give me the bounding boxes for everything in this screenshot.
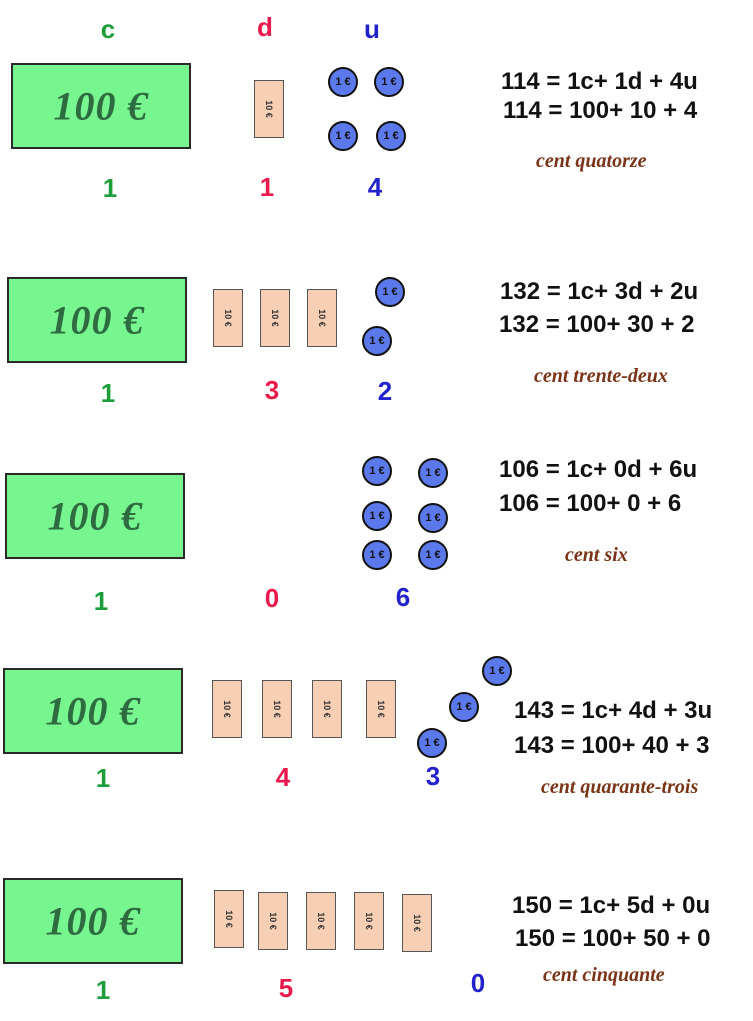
- count-units: 4: [367, 172, 383, 202]
- hundred-euro-bill: 100 €: [11, 63, 191, 149]
- count-tens: 5: [278, 973, 294, 1003]
- hundred-euro-bill: 100 €: [7, 277, 187, 363]
- coin-label: 1 €: [381, 76, 397, 88]
- hundred-euro-bill: 100 €: [3, 878, 183, 964]
- coin-label: 1 €: [335, 76, 351, 88]
- ten-label: 10 €: [222, 700, 232, 718]
- one-euro-coin: 1 €: [418, 503, 448, 533]
- bill-label: 100 €: [49, 297, 145, 343]
- ten-euro-note: 10 €: [212, 680, 242, 738]
- coin-label: 1 €: [369, 549, 385, 561]
- coin-label: 1 €: [425, 549, 441, 561]
- one-euro-coin: 1 €: [449, 692, 479, 722]
- ten-euro-note: 10 €: [312, 680, 342, 738]
- count-units: 0: [470, 968, 486, 998]
- ten-euro-note: 10 €: [402, 894, 432, 952]
- equation-decomposition: 143 = 1c+ 4d + 3u: [514, 697, 713, 724]
- ten-euro-note: 10 €: [254, 80, 284, 138]
- ten-label: 10 €: [224, 910, 234, 928]
- ten-label: 10 €: [322, 700, 332, 718]
- equation-values: 114 = 100+ 10 + 4: [503, 97, 698, 124]
- ten-euro-note: 10 €: [258, 892, 288, 950]
- one-euro-coin: 1 €: [374, 67, 404, 97]
- one-euro-coin: 1 €: [328, 121, 358, 151]
- coin-label: 1 €: [456, 701, 472, 713]
- hundred-euro-bill: 100 €: [3, 668, 183, 754]
- one-euro-coin: 1 €: [362, 501, 392, 531]
- one-euro-coin: 1 €: [362, 540, 392, 570]
- count-tens: 1: [259, 172, 275, 202]
- coin-label: 1 €: [425, 512, 441, 524]
- count-units: 6: [395, 582, 411, 612]
- coin-label: 1 €: [424, 737, 440, 749]
- ten-label: 10 €: [270, 309, 280, 327]
- one-euro-coin: 1 €: [376, 121, 406, 151]
- count-hundreds: 1: [100, 378, 116, 408]
- coin-label: 1 €: [382, 286, 398, 298]
- number-in-words: cent quatorze: [536, 150, 647, 172]
- one-euro-coin: 1 €: [418, 540, 448, 570]
- one-euro-coin: 1 €: [362, 326, 392, 356]
- bill-label: 100 €: [45, 688, 141, 734]
- count-hundreds: 1: [93, 586, 109, 616]
- count-tens: 4: [275, 762, 291, 792]
- coin-label: 1 €: [489, 665, 505, 677]
- ten-label: 10 €: [317, 309, 327, 327]
- ten-label: 10 €: [364, 912, 374, 930]
- equation-decomposition: 150 = 1c+ 5d + 0u: [512, 892, 711, 919]
- coin-label: 1 €: [369, 510, 385, 522]
- count-units: 2: [377, 376, 393, 406]
- equation-decomposition: 132 = 1c+ 3d + 2u: [500, 278, 699, 305]
- count-hundreds: 1: [95, 975, 111, 1005]
- ten-euro-note: 10 €: [354, 892, 384, 950]
- one-euro-coin: 1 €: [328, 67, 358, 97]
- ten-label: 10 €: [316, 912, 326, 930]
- ten-label: 10 €: [223, 309, 233, 327]
- ten-label: 10 €: [412, 914, 422, 932]
- coin-label: 1 €: [425, 467, 441, 479]
- number-in-words: cent cinquante: [543, 964, 665, 986]
- ten-label: 10 €: [376, 700, 386, 718]
- one-euro-coin: 1 €: [418, 458, 448, 488]
- hundred-euro-bill: 100 €: [5, 473, 185, 559]
- equation-values: 143 = 100+ 40 + 3: [514, 732, 710, 759]
- header-dizaines: d: [257, 12, 273, 42]
- ten-euro-note: 10 €: [213, 289, 243, 347]
- equation-values: 150 = 100+ 50 + 0: [515, 925, 711, 952]
- count-units: 3: [425, 761, 441, 791]
- bill-label: 100 €: [47, 493, 143, 539]
- ten-euro-note: 10 €: [307, 289, 337, 347]
- ten-euro-note: 10 €: [306, 892, 336, 950]
- number-in-words: cent trente-deux: [534, 365, 668, 387]
- coin-label: 1 €: [335, 130, 351, 142]
- coin-label: 1 €: [383, 130, 399, 142]
- equation-values: 132 = 100+ 30 + 2: [499, 311, 695, 338]
- ten-euro-note: 10 €: [214, 890, 244, 948]
- one-euro-coin: 1 €: [362, 456, 392, 486]
- header-centaines: c: [100, 14, 116, 44]
- number-in-words: cent quarante-trois: [541, 776, 699, 798]
- equation-decomposition: 106 = 1c+ 0d + 6u: [499, 456, 698, 483]
- one-euro-coin: 1 €: [375, 277, 405, 307]
- ten-euro-note: 10 €: [260, 289, 290, 347]
- count-tens: 0: [264, 583, 280, 613]
- ten-euro-note: 10 €: [262, 680, 292, 738]
- one-euro-coin: 1 €: [482, 656, 512, 686]
- ten-label: 10 €: [268, 912, 278, 930]
- ten-label: 10 €: [272, 700, 282, 718]
- header-unites: u: [364, 14, 380, 44]
- coin-label: 1 €: [369, 335, 385, 347]
- count-tens: 3: [264, 375, 280, 405]
- count-hundreds: 1: [102, 173, 118, 203]
- coin-label: 1 €: [369, 465, 385, 477]
- one-euro-coin: 1 €: [417, 728, 447, 758]
- bill-label: 100 €: [53, 83, 149, 129]
- equation-decomposition: 114 = 1c+ 1d + 4u: [501, 68, 698, 95]
- count-hundreds: 1: [95, 763, 111, 793]
- number-in-words: cent six: [565, 544, 628, 566]
- bill-label: 100 €: [45, 898, 141, 944]
- ten-euro-note: 10 €: [366, 680, 396, 738]
- equation-values: 106 = 100+ 0 + 6: [499, 490, 682, 517]
- ten-label: 10 €: [264, 100, 274, 118]
